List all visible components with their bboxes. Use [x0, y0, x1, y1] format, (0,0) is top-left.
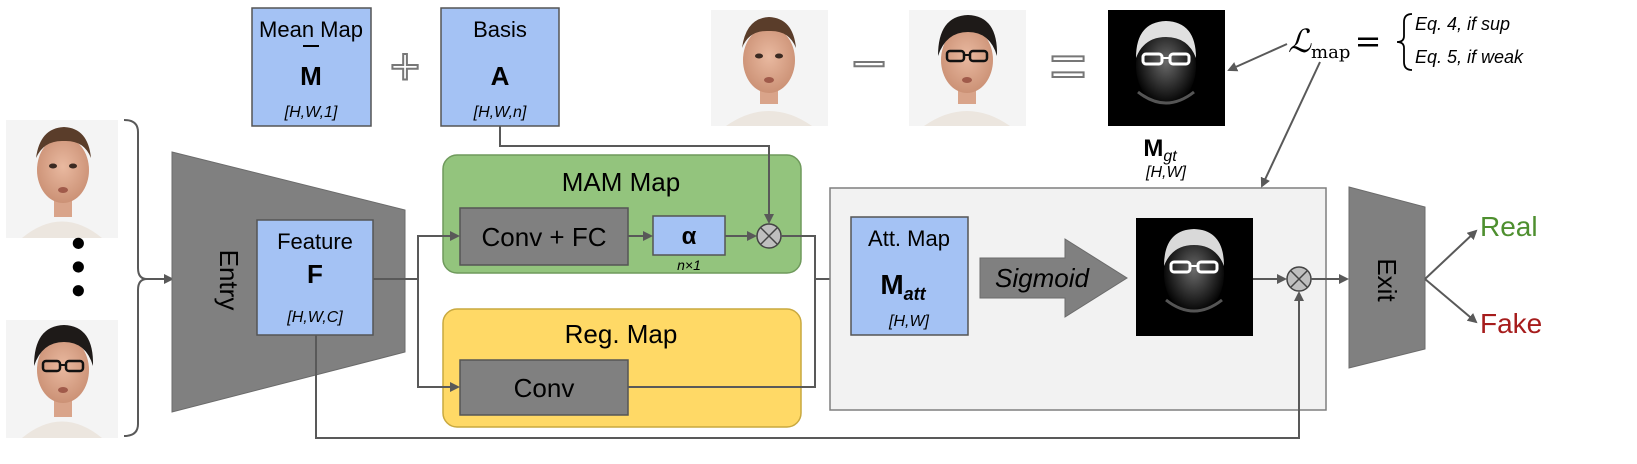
reg-conv-label: Conv — [514, 373, 575, 403]
loss-symbol-main: ℒ — [1288, 22, 1312, 60]
attention-output-image — [1136, 218, 1253, 336]
alpha-symbol: α — [682, 223, 697, 250]
mean-map-shape: [H,W,1] — [284, 104, 338, 121]
input-face-fake — [6, 320, 118, 438]
multiply-node-att — [1286, 266, 1312, 292]
mam-map-title: MAM Map — [562, 167, 680, 197]
att-map-shape: [H,W] — [888, 313, 930, 330]
loss-brace — [1396, 13, 1413, 71]
att-map-symbol-sub: att — [904, 284, 927, 304]
arrow-to-fake — [1424, 278, 1478, 324]
minus-symbol: − — [851, 30, 886, 97]
plus-symbol: + — [390, 38, 420, 96]
gt-symbol-main: M — [1143, 135, 1163, 162]
basis-title: Basis — [473, 17, 527, 42]
entry-label: Entry — [214, 250, 244, 311]
sigmoid-arrow — [979, 238, 1128, 318]
basis-box — [440, 7, 560, 127]
att-map-symbol-main: M — [880, 269, 903, 300]
reg-map-title: Reg. Map — [565, 319, 678, 349]
feature-title: Feature — [277, 229, 353, 254]
alpha-box — [652, 215, 726, 256]
arrow-to-real — [1424, 229, 1478, 280]
mean-map-title: Mean Map — [259, 17, 363, 42]
exit-block — [1348, 186, 1426, 369]
loss-case-sup: Eq. 4, if sup — [1415, 14, 1510, 34]
gt-shape: [H,W] — [1145, 164, 1187, 181]
loss-symbol: ℒmap — [1288, 22, 1350, 63]
feature-shape: [H,W,C] — [286, 309, 343, 326]
feature-symbol: F — [307, 259, 323, 289]
basis-shape: [H,W,n] — [473, 104, 527, 121]
mean-map-symbol: M — [300, 61, 322, 91]
exit-label: Exit — [1372, 258, 1402, 302]
arrow-loss-to-gt — [1227, 43, 1288, 72]
arrow-feature-to-reg — [417, 279, 460, 392]
gt-symbol: Mgt — [1143, 135, 1177, 165]
input-face-real — [6, 120, 118, 238]
line-mam-out — [781, 235, 816, 279]
alpha-shape: n×1 — [677, 257, 701, 273]
mean-map-box — [251, 7, 372, 127]
loss-case-weak: Eq. 5, if weak — [1415, 47, 1524, 67]
feature-box — [256, 219, 374, 336]
att-map-title: Att. Map — [868, 226, 950, 251]
conv-fc-label: Conv + FC — [482, 222, 607, 252]
basis-symbol: A — [491, 61, 510, 91]
att-map-box — [850, 216, 969, 336]
gt-face-real — [711, 10, 828, 126]
reg-conv-block — [459, 359, 629, 416]
input-ellipsis: ●●● — [65, 235, 95, 306]
output-real: Real — [1480, 211, 1538, 242]
arrow-loss-to-attention — [1260, 61, 1321, 188]
arrow-basis-to-mult — [499, 126, 774, 224]
sigmoid-label: Sigmoid — [995, 263, 1090, 293]
line-reg-out — [628, 279, 816, 388]
input-brace — [123, 119, 148, 437]
gt-symbol-sub: gt — [1163, 148, 1177, 165]
att-map-symbol: Matt — [880, 269, 926, 304]
gt-face-fake — [909, 10, 1026, 126]
arrow-feature-to-mam — [417, 231, 460, 279]
gt-map-image — [1108, 10, 1225, 126]
output-fake: Fake — [1480, 308, 1542, 339]
equals-symbol: = — [1049, 30, 1086, 102]
loss-equals: = — [1355, 22, 1382, 60]
multiply-node-mam — [756, 223, 782, 249]
arrow-feature-bypass — [315, 291, 1304, 439]
loss-symbol-sub: map — [1311, 42, 1350, 63]
